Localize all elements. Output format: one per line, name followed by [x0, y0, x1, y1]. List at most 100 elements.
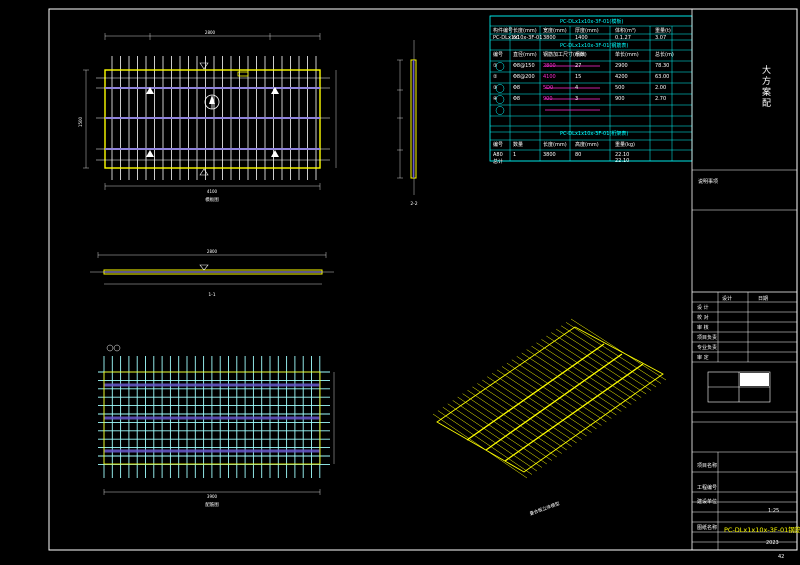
table-cell: 3.07 — [655, 35, 667, 41]
sign-header-b: 日期 — [758, 296, 769, 302]
table-cell: 长度(mm) — [513, 28, 537, 34]
plan-view-label: 模板图 — [205, 196, 219, 203]
table-cell: 500 — [615, 85, 625, 91]
iso-label: 叠合板立体模型 — [528, 500, 560, 518]
table-cell: 900 — [543, 96, 553, 102]
table-cell: 单长(mm) — [615, 52, 639, 58]
table-cell: 高度(mm) — [575, 142, 599, 148]
table-cell: 体积(m³) — [615, 28, 636, 34]
table-cell: Φ8@200 — [513, 74, 535, 80]
table-cell: 厚度(mm) — [575, 28, 599, 34]
section-2-2-label: 2-2 — [410, 201, 417, 207]
table-cell: 60 — [513, 35, 520, 41]
page-number: 42 — [778, 554, 785, 560]
rebar-table-title: PC-DLx1x10x-3F-01(钢筋表) — [560, 43, 629, 49]
table-cell: 构件编号 — [493, 28, 514, 34]
table-cell: 22.10 — [615, 152, 630, 158]
section-mark-icon — [199, 62, 209, 70]
notes-label: 说明事项 — [698, 179, 719, 185]
table-cell: 总计 — [493, 159, 504, 165]
table-cell: 4 — [575, 85, 579, 91]
table-cell: 长度(mm) — [543, 142, 567, 148]
table-cell: 数量 — [513, 142, 524, 148]
drawing-title: PC-DLx1x10x-3F-01钢筋图 — [724, 526, 800, 534]
table-cell: 重量(t) — [655, 28, 671, 34]
section-1-1-view[interactable]: 2800 1-1 — [90, 249, 334, 298]
title-block-row-label: 项目名称 — [697, 463, 718, 469]
table-cell: 重量(kg) — [615, 142, 635, 148]
table-cell: ④ — [493, 96, 498, 102]
table-cell: 编号 — [493, 142, 504, 148]
table-cell: 总长(m) — [655, 52, 674, 58]
title-block-row-label: 工程编号 — [697, 485, 718, 491]
table-cell: 3800 — [543, 152, 556, 158]
rebar-callout-icon — [113, 344, 121, 352]
plan-left-dim: 1500 — [78, 116, 83, 127]
rebar-plan-view[interactable]: 3900 配筋图 — [98, 344, 335, 508]
table-cell: 3 — [575, 96, 579, 102]
table-cell: ③ — [493, 85, 498, 91]
title-block-row-label: 设 计 — [697, 305, 709, 311]
table-cell: 4100 — [543, 74, 556, 80]
section-2-2-view[interactable]: 2-2 — [397, 40, 418, 207]
table-cell: 2.00 — [655, 85, 667, 91]
table-cell: 直径(mm) — [513, 52, 537, 58]
table-cell: 编号 — [493, 52, 504, 58]
title-block[interactable] — [691, 9, 797, 550]
table-cell: 5D0 — [543, 85, 554, 91]
table-cell: 63.00 — [655, 74, 670, 80]
section-mark-icon — [199, 168, 209, 176]
table-cell: Φ8 — [513, 85, 521, 91]
table-cell: ② — [493, 74, 498, 80]
truss-table-title: PC-DLx1x10x-3F-01(桁架表) — [560, 131, 629, 137]
lifting-point-icon — [271, 87, 279, 94]
table-cell: 900 — [615, 96, 625, 102]
rebar-plan-label: 配筋图 — [205, 501, 219, 508]
table-cell: 宽度(mm) — [543, 28, 567, 34]
table-title: PC-DLx1x10x-3F-01(模板) — [560, 19, 624, 25]
table-cell: 15 — [575, 74, 582, 80]
isometric-view[interactable]: 叠合板立体模型 — [432, 318, 667, 518]
title-block-row-label: 审 核 — [697, 325, 709, 331]
section-1-1-label: 1-1 — [208, 292, 215, 298]
table-cell: 2.70 — [655, 96, 667, 102]
table-cell: 钢筋加工尺寸(mm) — [543, 52, 587, 58]
table-cell: PC-DLx1x10x-3F-01 — [493, 35, 543, 41]
vertical-title-label: 大 方案 配 — [762, 66, 772, 109]
table-cell: Φ8@150 — [513, 63, 535, 69]
table-cell: 1400 — [575, 35, 588, 41]
title-block-row-label: 审 定 — [697, 355, 709, 361]
sheet-value: 2023 — [766, 540, 779, 546]
table-cell: 2800 — [543, 63, 556, 69]
table-cell: 0.1.27 — [615, 35, 631, 41]
plan-bottom-dim: 4100 — [207, 189, 218, 194]
table-cell: 80 — [575, 152, 582, 158]
section-1-1-dim: 2800 — [207, 249, 218, 254]
drawing-frame — [48, 8, 798, 551]
table-cell: 27 — [575, 63, 582, 69]
plan-view[interactable]: 2800 4100 1500 模板图 — [78, 30, 337, 203]
scale-value: 1:25 — [768, 508, 780, 514]
table-cell: 3800 — [543, 35, 556, 41]
table-cell: 78.30 — [655, 63, 670, 69]
table-cell: 2900 — [615, 63, 628, 69]
sign-header-a: 设计 — [722, 296, 733, 302]
lifting-point-icon — [146, 87, 154, 94]
title-block-row-label: 建设单位 — [697, 499, 718, 505]
table-cell: 根数 — [575, 52, 586, 58]
table-cell: A80 — [493, 152, 503, 158]
rebar-callout-icon — [106, 344, 114, 352]
lifting-point-icon — [271, 150, 279, 157]
plan-top-dim: 2800 — [205, 30, 216, 35]
title-block-row-label: 校 对 — [697, 315, 709, 321]
title-block-row-label: 项目负责 — [697, 335, 718, 341]
title-block-row-label: 专业负责 — [697, 345, 718, 351]
title-block-row-label: 图纸名称 — [697, 525, 718, 531]
lifting-point-icon — [146, 150, 154, 157]
table-cell: 4200 — [615, 74, 628, 80]
rebar-bottom-dim: 3900 — [207, 494, 218, 499]
table-cell: 1 — [513, 152, 517, 158]
table-cell: Φ8 — [513, 96, 521, 102]
table-cell: 22.10 — [615, 158, 630, 164]
